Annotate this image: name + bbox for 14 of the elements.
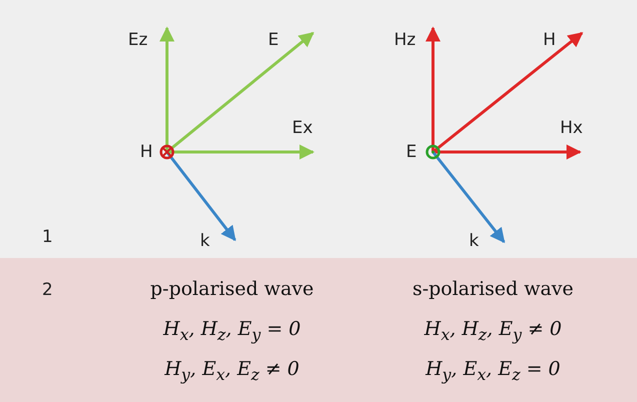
vector-label: Ez [128,30,148,50]
vector-label: H [140,142,153,162]
vector-label: E [268,30,279,50]
column-heading: s-polarised wave [412,278,574,300]
vector-label: E [406,142,417,162]
vector-label: Hx [560,118,583,138]
row-number: 2 [42,280,53,300]
vector-label: k [200,231,210,251]
vector-label: Hz [394,30,416,50]
column-heading: p-polarised wave [150,278,314,300]
vector-label: Ex [292,118,313,138]
vector-label: k [469,231,479,251]
row-number: 1 [42,227,53,247]
vector-label: H [543,30,556,50]
